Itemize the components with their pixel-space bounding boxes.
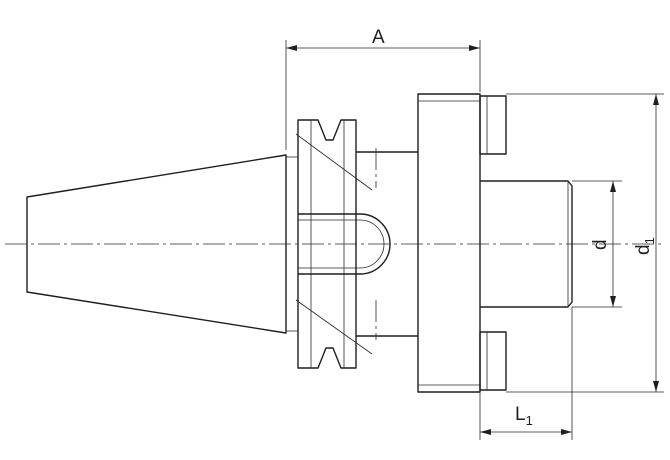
dim-l1-label: L1 xyxy=(515,404,533,428)
dim-a-arrow-right xyxy=(469,45,480,51)
v-flange-ring xyxy=(297,119,357,369)
dim-l1-main: L xyxy=(515,404,526,425)
hatch-line-2 xyxy=(295,299,373,355)
dim-a-label: A xyxy=(372,27,385,48)
dim-d1-label: d1 xyxy=(633,237,657,255)
orientation-slot xyxy=(298,213,391,275)
dim-d1-subscript: 1 xyxy=(642,237,657,244)
dim-d-label: d xyxy=(590,239,611,250)
body-flange xyxy=(417,93,481,393)
dim-d-arrow-bottom xyxy=(610,296,616,307)
dim-d1-main: d xyxy=(633,244,654,255)
drive-key-top xyxy=(479,95,507,155)
orientation-slot-inner xyxy=(298,219,385,269)
pilot-spigot xyxy=(480,180,573,308)
dim-d1-arrow-top xyxy=(653,94,659,105)
hatch-line-1 xyxy=(295,133,373,191)
dim-d1-arrow-bottom xyxy=(653,381,659,392)
dim-l1-subscript: 1 xyxy=(526,413,533,428)
dim-l1-arrow-left xyxy=(480,429,491,435)
dim-a-arrow-left xyxy=(286,45,297,51)
dim-l1-arrow-right xyxy=(561,429,572,435)
dim-d-arrow-top xyxy=(610,181,616,192)
drive-key-bottom xyxy=(479,331,507,391)
taper-cone xyxy=(26,154,287,334)
